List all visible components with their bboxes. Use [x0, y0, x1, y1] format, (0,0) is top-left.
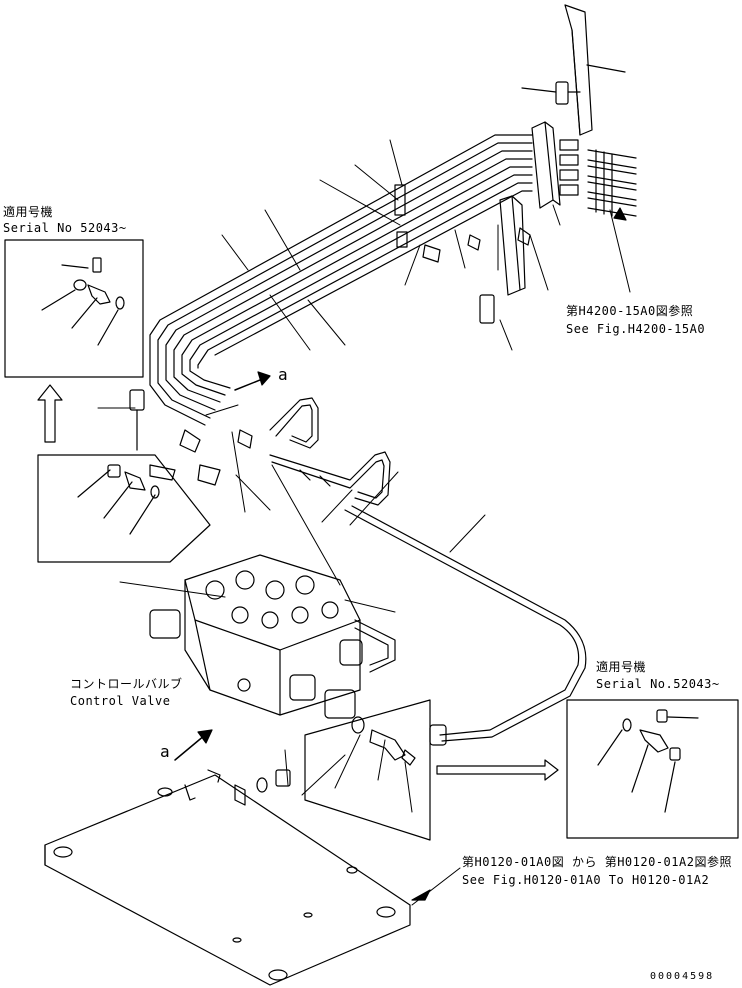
lower-bracket	[479, 195, 531, 324]
detail-group-right	[304, 699, 431, 841]
view-a-label-top: a	[278, 365, 289, 384]
ref-top-jp-label: 第H4200-15A0図参照	[566, 304, 694, 318]
ref-arrow-head	[411, 889, 431, 901]
pipe-clamps	[394, 184, 481, 263]
control-valve-jp-label: コントロールバルブ	[70, 677, 183, 691]
right-applicable-label: 適用号機	[596, 660, 647, 674]
control-valve-en-label: Control Valve	[70, 694, 171, 708]
drawing-number: 00004598	[650, 971, 715, 982]
left-serial-label: Serial No 52043~	[3, 221, 127, 235]
view-a-label-bottom: a	[160, 742, 171, 761]
right-inset-box	[566, 699, 739, 839]
right-arrow	[436, 759, 559, 781]
top-bracket	[521, 4, 626, 136]
ref-bottom-en-label: See Fig.H0120-01A0 To H0120-01A2	[462, 873, 710, 887]
ref-arrow-head-top	[613, 207, 627, 221]
long-hose	[344, 505, 587, 746]
leader-lines	[97, 139, 631, 906]
ref-top-en-label: See Fig.H4200-15A0	[566, 322, 706, 336]
left-applicable-label: 適用号機	[3, 205, 54, 219]
right-serial-label: Serial No.52043~	[596, 677, 720, 691]
control-valve	[149, 554, 396, 719]
up-arrow	[37, 384, 63, 443]
base-plate	[44, 769, 411, 986]
ref-bottom-jp-label: 第H0120-01A0図 から 第H0120-01A2図参照	[462, 855, 732, 869]
left-inset-box	[4, 239, 144, 378]
manifold-block	[531, 121, 637, 217]
left-fittings	[129, 389, 253, 486]
view-a-arrows	[174, 371, 271, 761]
loop-pipes	[269, 397, 391, 506]
pipe-bundle	[149, 134, 533, 426]
left-lower-inset	[37, 454, 211, 563]
valve-fittings	[256, 716, 416, 793]
